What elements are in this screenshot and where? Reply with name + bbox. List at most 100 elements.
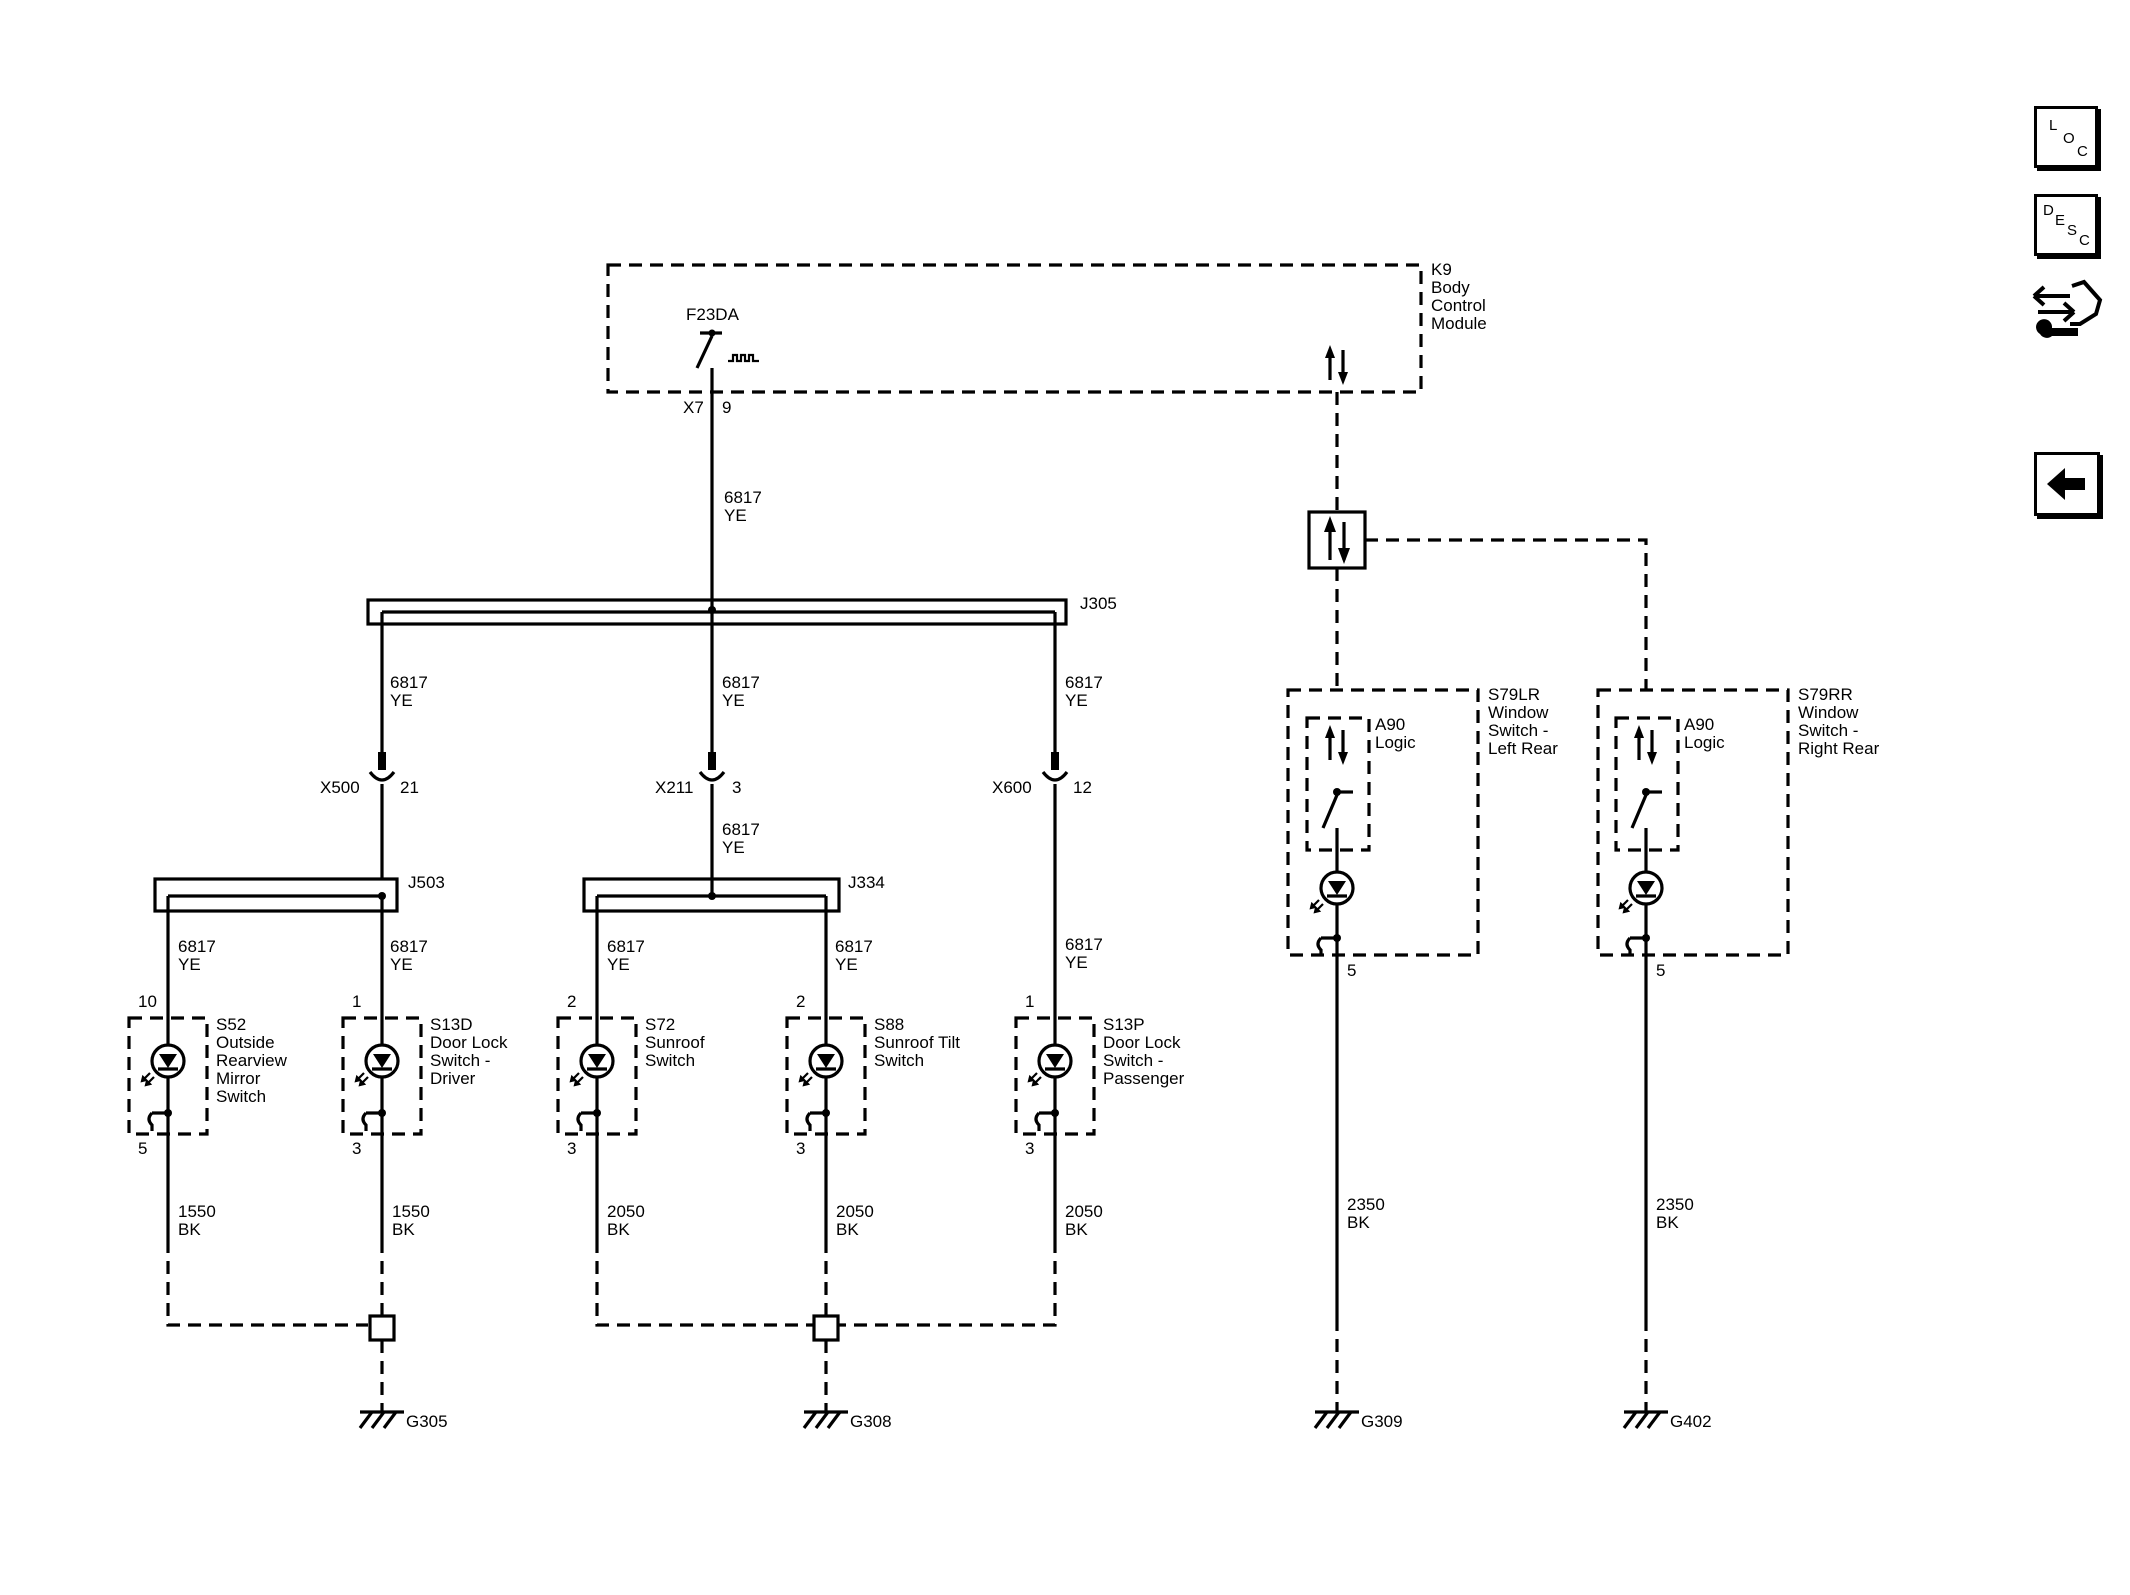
splice-j503 — [153, 877, 399, 913]
switch-name-line: Mirror — [216, 1069, 261, 1088]
module-name-line: Body — [1431, 278, 1470, 297]
wire-circuit-label: 6817 — [607, 937, 645, 956]
wire-color-label: BK — [392, 1220, 415, 1239]
back-arrow-icon — [2047, 468, 2085, 500]
switch-id-label: S88 — [874, 1015, 904, 1034]
switch-id-label: S79RR — [1798, 685, 1853, 704]
wire-circuit-label: 6817 — [835, 937, 873, 956]
switch-name-line: Window — [1488, 703, 1549, 722]
wire-circuit-label: 6817 — [178, 937, 216, 956]
ground-g402: G402 — [1622, 1405, 1712, 1431]
logic-module-box — [1614, 716, 1680, 852]
serial-data-gateway-box — [1307, 510, 1367, 570]
serial-data-arrows-icon — [1324, 516, 1350, 564]
wire-color-label: BK — [1656, 1213, 1679, 1232]
switch-name-line: Door Lock — [1103, 1033, 1181, 1052]
connector-label: X500 — [320, 778, 360, 797]
back-button[interactable] — [2034, 452, 2100, 516]
switch-name-line: Left Rear — [1488, 739, 1558, 758]
splice-j305 — [366, 598, 1068, 626]
logic-label: A90 — [1375, 715, 1405, 734]
fuse-switch-symbol — [695, 329, 759, 392]
loc-button[interactable]: L O C — [2034, 106, 2098, 168]
body-control-module-box — [606, 263, 1423, 394]
ground-label: G309 — [1361, 1412, 1403, 1431]
logic-label: Logic — [1375, 733, 1416, 752]
splice-label-j305: J305 — [1080, 594, 1117, 613]
wire-circuit-label: 2050 — [836, 1202, 874, 1221]
switch-name-line: Rearview — [216, 1051, 288, 1070]
pin-label: 3 — [352, 1139, 361, 1158]
splice-label-j334: J334 — [848, 873, 885, 892]
connector-label: X7 — [683, 398, 704, 417]
switch-id-label: S13D — [430, 1015, 473, 1034]
wire-color-label: YE — [724, 506, 747, 525]
pin-label: 3 — [732, 778, 741, 797]
switch-id-label: S79LR — [1488, 685, 1540, 704]
serial-data-arrows-icon — [1325, 345, 1348, 385]
switch-name-line: Switch - — [1798, 721, 1858, 740]
pin-label: 3 — [1025, 1139, 1034, 1158]
switch-name-line: Window — [1798, 703, 1859, 722]
fuse-label: F23DA — [686, 305, 740, 324]
switch-name-line: Driver — [430, 1069, 476, 1088]
pin-label: 10 — [138, 992, 157, 1011]
loc-letter: O — [2063, 130, 2075, 147]
wire-circuit-label: 6817 — [390, 673, 428, 692]
pin-label: 21 — [400, 778, 419, 797]
switch-name-line: Sunroof Tilt — [874, 1033, 960, 1052]
switch-name-line: Switch — [645, 1051, 695, 1070]
switch-name-line: Door Lock — [430, 1033, 508, 1052]
inline-connector-x600 — [1041, 752, 1069, 1010]
wire-circuit-label: 6817 — [1065, 935, 1103, 954]
wire-circuit-label: 6817 — [390, 937, 428, 956]
wire-color-label: BK — [836, 1220, 859, 1239]
desc-button[interactable]: D E S C — [2034, 194, 2098, 256]
switch-name-line: Right Rear — [1798, 739, 1880, 758]
inline-connector-x500 — [368, 752, 396, 880]
ground-g308: G308 — [802, 1405, 892, 1431]
switch-name-line: Switch — [216, 1087, 266, 1106]
wire-circuit-label: 1550 — [392, 1202, 430, 1221]
ground-label: G308 — [850, 1412, 892, 1431]
wire-color-label: YE — [722, 838, 745, 857]
wire-circuit-label: 1550 — [178, 1202, 216, 1221]
pin-label: 1 — [1025, 992, 1034, 1011]
switch-name-line: Passenger — [1103, 1069, 1185, 1088]
wire-circuit-label: 6817 — [1065, 673, 1103, 692]
switch-name-line: Switch - — [430, 1051, 490, 1070]
switch-name-line: Outside — [216, 1033, 275, 1052]
switch-id-label: S13P — [1103, 1015, 1145, 1034]
wire-color-label: YE — [390, 691, 413, 710]
pin-label: 12 — [1073, 778, 1092, 797]
desc-letter: S — [2067, 222, 2078, 239]
loc-letter: L — [2049, 117, 2058, 134]
desc-letter: D — [2043, 202, 2054, 219]
pin-label: 2 — [567, 992, 576, 1011]
switch-name-line: Sunroof — [645, 1033, 705, 1052]
wire-circuit-label: 2350 — [1656, 1195, 1694, 1214]
switch-name-line: Switch - — [1103, 1051, 1163, 1070]
wire-circuit-label: 2350 — [1347, 1195, 1385, 1214]
switch-name-line: Switch - — [1488, 721, 1548, 740]
pin-label: 9 — [722, 398, 731, 417]
ground-bus-g305 — [166, 1240, 368, 1327]
pin-label: 5 — [138, 1139, 147, 1158]
wire-color-label: YE — [178, 955, 201, 974]
splice-j334 — [582, 877, 841, 913]
diagnostic-wrench-icon[interactable] — [2030, 276, 2106, 350]
wire-circuit-label: 6817 — [722, 820, 760, 839]
switch-id-label: S52 — [216, 1015, 246, 1034]
connector-label: X600 — [992, 778, 1032, 797]
wire-color-label: BK — [607, 1220, 630, 1239]
logic-label: Logic — [1684, 733, 1725, 752]
wire-color-label: BK — [178, 1220, 201, 1239]
switch-id-label: S72 — [645, 1015, 675, 1034]
pin-label: 2 — [796, 992, 805, 1011]
